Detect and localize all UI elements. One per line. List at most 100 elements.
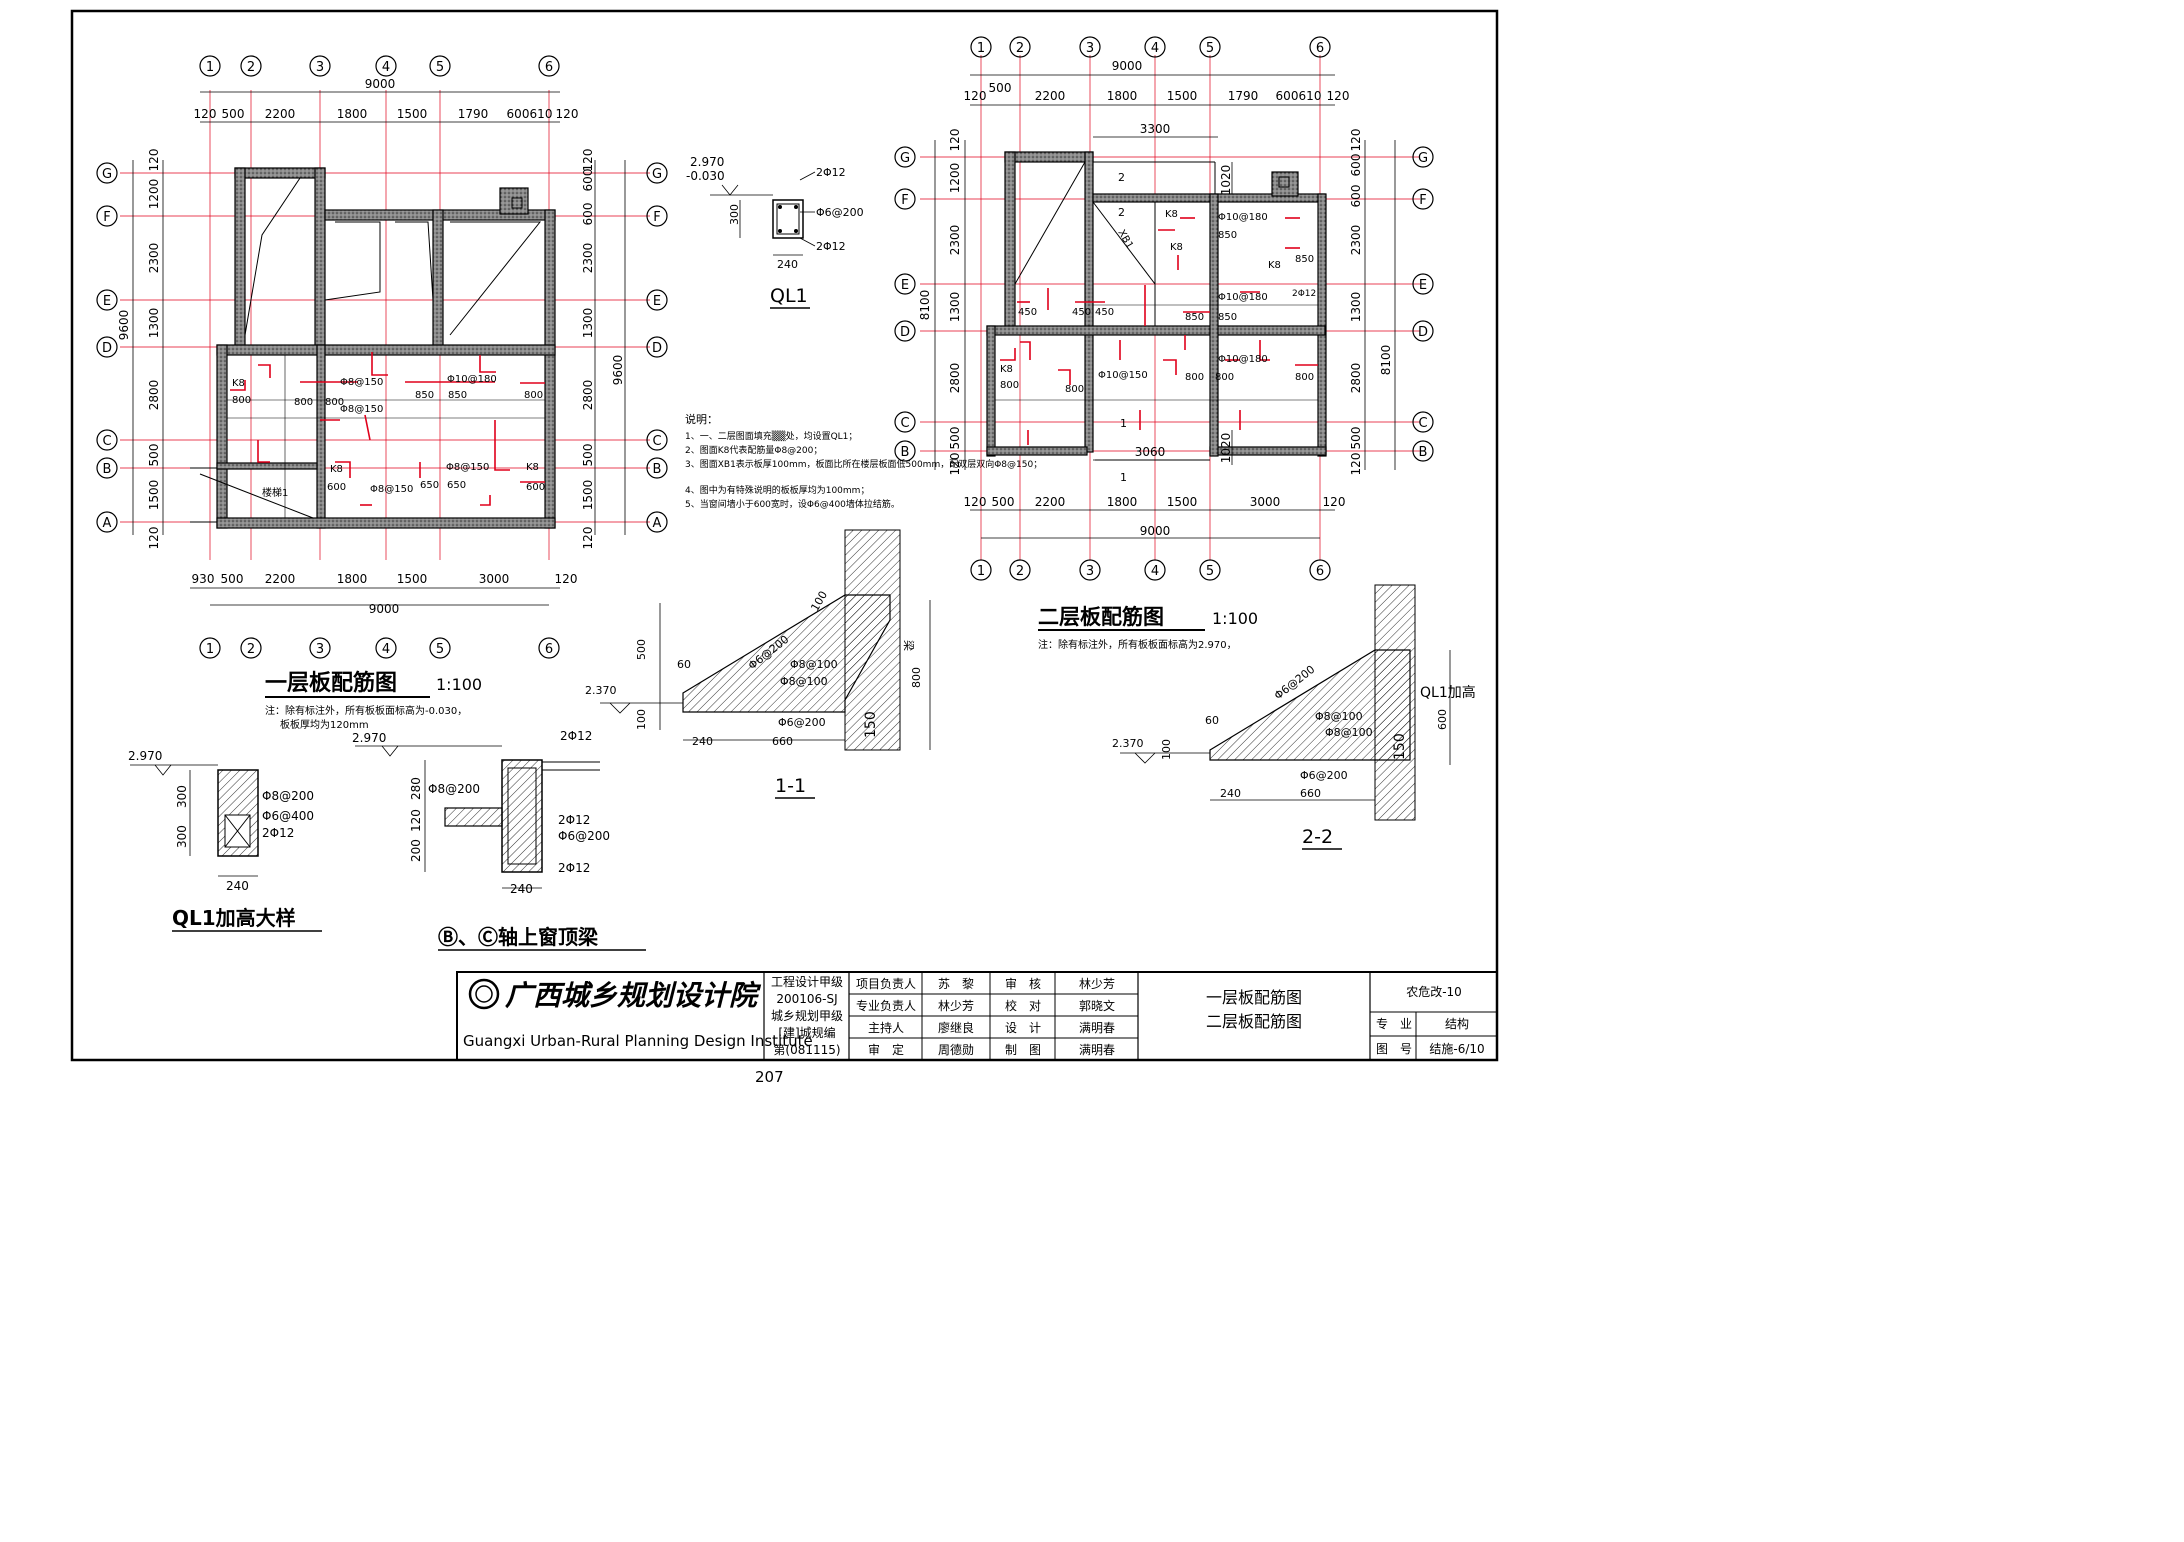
axis-label: 1 — [977, 564, 985, 579]
dim: 150 — [1392, 733, 1408, 760]
dim: 120 — [194, 107, 217, 121]
plan1-note: 板板厚均为120mm — [280, 718, 369, 731]
ql1-rebar: 2Φ12 — [816, 166, 846, 179]
plan2-rebar-label: Φ10@180 — [1218, 354, 1268, 365]
plan2-dim-1020: 1020 — [1219, 433, 1233, 464]
plan1-rebar-label: K8 — [232, 378, 245, 389]
axis-label: 4 — [1151, 564, 1159, 579]
rebar-label: Φ8@100 — [790, 658, 838, 671]
axis-label: B — [901, 445, 910, 460]
dim: 1790 — [458, 107, 489, 121]
axis-label: D — [102, 341, 112, 356]
dim: 2800 — [1349, 363, 1363, 394]
dim: 1300 — [147, 308, 161, 339]
ql1-detail-title: QL1加高大样 — [172, 906, 296, 930]
title-block — [456, 971, 1498, 1061]
dim: 240 — [226, 879, 249, 893]
plan1-bottom-total: 9000 — [369, 602, 400, 616]
dim: 200 — [409, 839, 423, 862]
dim: 1500 — [397, 572, 428, 586]
dim: 3000 — [1250, 495, 1281, 509]
plan1-left-total: 9600 — [117, 310, 131, 341]
dim: 600 — [1349, 185, 1363, 208]
plan2-dim-1020: 1020 — [1219, 165, 1233, 196]
dim: 1800 — [1107, 89, 1138, 103]
plan1-rebar-label: 600 — [327, 482, 346, 493]
note-item: 5、当窗间墙小于600宽时，设Φ6@400墙体拉结筋。 — [685, 498, 900, 510]
plan2-section-mark: 2 — [1118, 171, 1125, 184]
axis-label: D — [1418, 325, 1428, 340]
plan1-rebar-label: 800 — [524, 390, 543, 401]
axis-label: 5 — [1206, 41, 1214, 56]
axis-label: 6 — [545, 60, 553, 75]
dim: 120 — [948, 453, 962, 476]
plan2-scale: 1:100 — [1212, 609, 1258, 628]
plan2-rebar-label: 2Φ12 — [1292, 289, 1316, 299]
dim: 610 — [530, 107, 553, 121]
dim: 1500 — [1167, 495, 1198, 509]
plan1-rebar-label: Φ8@150 — [340, 377, 383, 388]
axis-label: C — [900, 416, 909, 431]
dim: 500 — [222, 107, 245, 121]
axis-label: 3 — [1086, 41, 1094, 56]
window-beam-elev: 2.970 — [352, 731, 386, 745]
drawing-no-value: 结施-6/10 — [1429, 1042, 1485, 1056]
axis-label: 4 — [1151, 41, 1159, 56]
dim: 2200 — [265, 572, 296, 586]
dim: 60 — [677, 658, 691, 671]
rebar-label: Φ6@200 — [1300, 769, 1348, 782]
institute-name-cn: 广西城乡规划设计院 — [505, 979, 758, 1012]
ql1-rebar: 2Φ12 — [816, 240, 846, 253]
cert-line: [建]城规编 — [778, 1026, 836, 1040]
dim: 2800 — [948, 363, 962, 394]
axis-label: F — [901, 193, 908, 208]
rebar-label: Φ6@200 — [558, 829, 610, 843]
axis-label: 2 — [247, 60, 255, 75]
note-item: 1、一、二层图面填充▒▒处，均设置QL1； — [685, 430, 857, 442]
axis-label: 6 — [1316, 564, 1324, 579]
axis-label: 1 — [977, 41, 985, 56]
dim: 600 — [1276, 89, 1299, 103]
dim: 120 — [1349, 129, 1363, 152]
plan2-rebar-label: 800 — [1065, 384, 1084, 395]
role-name: 满明春 — [1078, 1043, 1115, 1057]
axis-label: 6 — [545, 642, 553, 657]
note-item: 3、图面XB1表示板厚100mm，板面比所在楼层板面低500mm，配双层双向Φ8… — [685, 458, 1042, 470]
section-1-1: 2.370 500 60 100 240 660 800 150 100 Φ6@… — [585, 529, 931, 799]
axis-label: 3 — [1086, 564, 1094, 579]
ql1-rebar: Φ6@200 — [816, 206, 864, 219]
dim: 1800 — [337, 107, 368, 121]
section22-title: 2-2 — [1302, 826, 1333, 848]
axis-label: B — [653, 462, 662, 477]
plan1-note: 注：除有标注外，所有板板面标高为-0.030， — [265, 704, 467, 717]
plan2-drawing: K8 800 800 800 800 800 850 850 850 850 4… — [894, 36, 1434, 651]
dim: 1500 — [581, 480, 595, 511]
axis-label: F — [653, 210, 660, 225]
dim: 1790 — [1228, 89, 1259, 103]
plan2-section-mark: 1 — [1120, 471, 1127, 484]
plan1-rebar-label: Φ8@150 — [340, 404, 383, 415]
dim: 500 — [948, 427, 962, 450]
axis-label: 5 — [436, 60, 444, 75]
dim: 300 — [175, 785, 189, 808]
dim: 120 — [581, 527, 595, 550]
role-name: 苏 黎 — [937, 977, 974, 991]
axis-label: E — [1419, 278, 1427, 293]
dim: 500 — [989, 81, 1012, 95]
role-name: 廖继良 — [937, 1021, 974, 1035]
dim: 2300 — [147, 243, 161, 274]
dim: 1300 — [1349, 292, 1363, 323]
rebar-label: Φ8@200 — [428, 782, 480, 796]
dim: 120 — [556, 107, 579, 121]
plan1-rebar-label: 800 — [232, 395, 251, 406]
dim: 610 — [1299, 89, 1322, 103]
axis-label: D — [900, 325, 910, 340]
role-label: 审 定 — [867, 1043, 904, 1057]
notes: 说明： 1、一、二层图面填充▒▒处，均设置QL1； 2、图面K8代表配筋量Φ8@… — [685, 412, 1042, 510]
dim: 500 — [581, 444, 595, 467]
drawing-sheet: K8 800 800 800 Φ8@150 Φ8@150 Φ10@180 850… — [70, 9, 1499, 1062]
axis-label: E — [901, 278, 909, 293]
dim: 1500 — [397, 107, 428, 121]
axis-label: C — [652, 434, 661, 449]
plan2-bottom-total: 9000 — [1140, 524, 1171, 538]
